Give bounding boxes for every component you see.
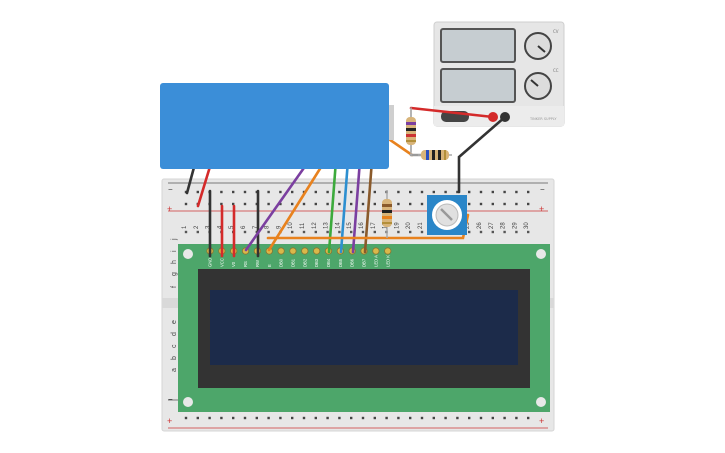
- rail-plus-bottom-left: +: [167, 416, 172, 426]
- wire-brown-db7: [363, 158, 374, 254]
- wire-orange-e: [267, 154, 330, 252]
- lcd-pin-label: VCC: [219, 258, 224, 267]
- wire-black-psu-negative: [457, 115, 507, 194]
- row-letter: j: [171, 238, 178, 241]
- column-number: 1: [182, 225, 188, 229]
- row-letters: j i h g f e d c b a: [171, 238, 178, 372]
- rail-plus-top-right: +: [539, 204, 544, 214]
- lcd-pin[interactable]: [313, 247, 321, 255]
- rail-minus-top-left: −: [168, 185, 173, 194]
- lcd-pin[interactable]: [301, 247, 309, 255]
- arduino-board[interactable]: [160, 83, 394, 169]
- row-letter: d: [171, 332, 178, 336]
- row-letter: h: [171, 260, 178, 264]
- power-supply: CV CC TINKER SUPPLY: [433, 21, 565, 127]
- column-number: 28: [501, 222, 507, 229]
- column-number: 11: [300, 222, 306, 229]
- cc-knob-label: CC: [553, 68, 559, 73]
- lcd-pin-label: DB0: [279, 258, 284, 267]
- column-number: 4: [217, 225, 223, 229]
- wire-red-psu-positive: [409, 106, 495, 119]
- row-letter: a: [171, 368, 178, 372]
- column-number: 17: [371, 222, 377, 229]
- lcd-pin-label: V0: [231, 261, 236, 267]
- column-number: 16: [359, 222, 365, 229]
- row-letter: g: [171, 272, 178, 276]
- lcd-module[interactable]: GND VCC V0 RS RW E DB0 DB1 DB2 DB3 DB4 DB5 DB6 DB7 LED…: [178, 244, 550, 412]
- lcd-pin[interactable]: [289, 247, 297, 255]
- row-letter: f: [171, 286, 178, 288]
- row-letter: i: [171, 250, 178, 252]
- column-number: 20: [406, 222, 412, 229]
- rail-plus-top-left: +: [167, 204, 172, 214]
- row-letter: e: [171, 320, 178, 324]
- column-number: 30: [524, 222, 530, 229]
- lcd-pin-label: DB5: [338, 258, 343, 267]
- lcd-pin-label: DB6: [350, 258, 355, 267]
- column-number: 12: [312, 222, 318, 229]
- wires[interactable]: [185, 106, 507, 258]
- lcd-pin-label: RW: [255, 260, 260, 267]
- column-number: 2: [194, 225, 200, 229]
- lcd-pin-label: DB2: [302, 258, 307, 267]
- potentiometer[interactable]: [427, 195, 467, 235]
- lcd-pin-label: DB7: [362, 258, 367, 267]
- column-number: 15: [347, 222, 353, 229]
- lcd-pin-label: RS: [243, 261, 248, 267]
- rail-plus-bottom-right: +: [539, 416, 544, 426]
- lcd-pin-label: LED A: [373, 255, 378, 267]
- cv-knob-label: CV: [553, 29, 559, 34]
- lcd-pin[interactable]: [384, 247, 392, 255]
- lcd-pin-label: GND: [208, 258, 213, 267]
- column-number: 27: [489, 222, 495, 229]
- lcd-pin-label: E: [267, 264, 272, 267]
- lcd-pin-labels: GND VCC V0 RS RW E DB0 DB1 DB2 DB3 DB4 DB5 DB6 DB7 LED…: [208, 255, 391, 267]
- column-number: 10: [288, 222, 294, 229]
- lcd-pin-label: LED K: [385, 255, 390, 267]
- power-supply-brand: TINKER SUPPLY: [529, 117, 557, 121]
- column-number: 14: [335, 222, 341, 229]
- column-number: 9: [276, 225, 282, 229]
- resistor-vertical-board[interactable]: [382, 190, 392, 238]
- voltage-display: [440, 28, 516, 63]
- lcd-pin[interactable]: [372, 247, 380, 255]
- rail-minus-top-right: −: [540, 185, 545, 194]
- row-letter: b: [171, 356, 178, 360]
- column-number: 5: [229, 225, 235, 229]
- column-number: 8: [265, 225, 271, 229]
- column-number: 7: [253, 225, 259, 229]
- lcd-pin-label: DB1: [290, 258, 295, 267]
- column-number: 6: [241, 225, 247, 229]
- wire-blue-db5: [339, 158, 350, 254]
- column-number: 19: [394, 222, 400, 229]
- resistor-vertical-top[interactable]: [406, 110, 416, 152]
- column-number: 21: [418, 222, 424, 229]
- lcd-pin-label: DB4: [326, 258, 331, 267]
- column-number: 3: [206, 225, 212, 229]
- column-number: 26: [477, 222, 483, 229]
- lcd-pin[interactable]: [277, 247, 285, 255]
- row-letter: c: [171, 344, 178, 348]
- rail-minus-bottom-left: −: [168, 395, 173, 404]
- column-number: 29: [512, 222, 518, 229]
- lcd-screen: [210, 290, 518, 365]
- wire-purple-db6: [351, 158, 362, 254]
- column-number: 25: [465, 222, 471, 229]
- current-display: [440, 68, 516, 103]
- wire-green-db4: [327, 158, 338, 254]
- resistor-horizontal[interactable]: [418, 150, 452, 160]
- column-number: 13: [324, 222, 330, 229]
- lcd-pin-label: DB3: [314, 258, 319, 267]
